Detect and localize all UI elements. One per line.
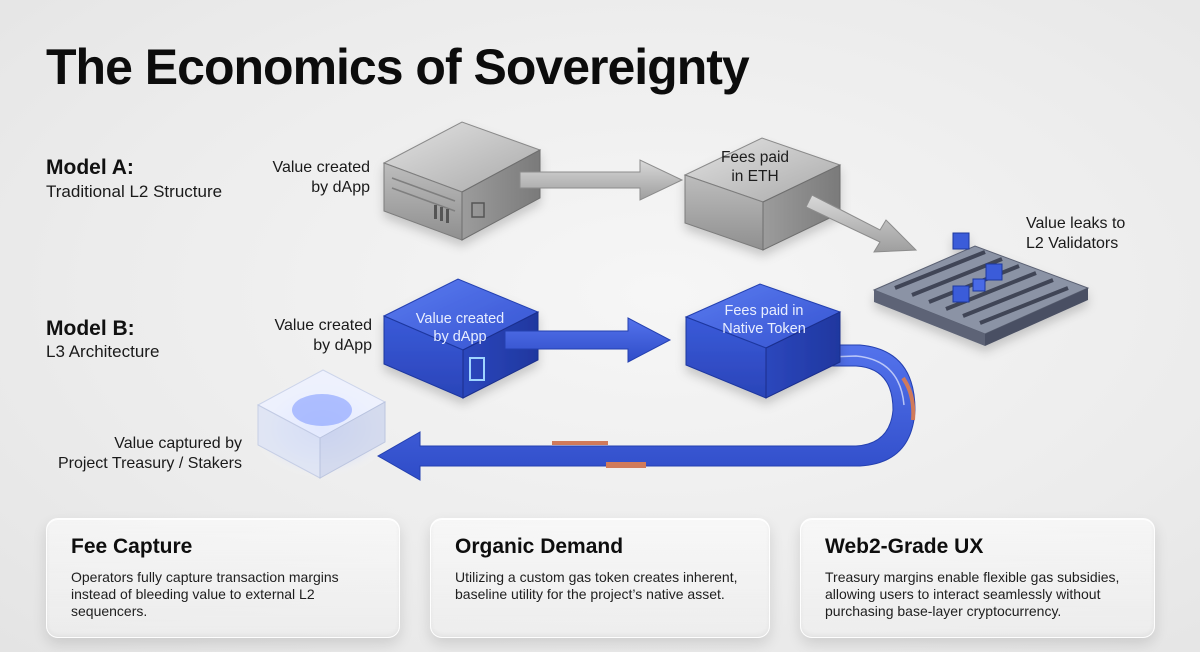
block-led-icon xyxy=(469,357,485,381)
model-a-fees-block xyxy=(683,137,842,251)
card-title: Web2-Grade UX xyxy=(825,535,984,558)
card-title: Organic Demand xyxy=(455,535,624,558)
model-a-title: Model A: xyxy=(46,156,134,179)
model-b-value-label: Value created by dApp xyxy=(274,317,372,354)
model-a-subtitle: Traditional L2 Structure xyxy=(46,182,223,201)
model-b-fees-block xyxy=(684,283,842,399)
card-web2-grade-ux: Web2-Grade UX Treasury margins enable fl… xyxy=(800,518,1155,638)
card-organic-demand: Organic Demand Utilizing a custom gas to… xyxy=(430,518,770,638)
model-b-fees-label: Fees paid in Native Token xyxy=(722,303,806,337)
model-b-arrow-1 xyxy=(504,317,672,363)
server-vent-icon xyxy=(434,202,485,223)
model-a-leak-label: Value leaks to L2 Validators xyxy=(1026,215,1126,252)
copper-strip-1 xyxy=(552,441,608,445)
card-text: Operators fully capture transaction marg… xyxy=(71,569,339,619)
copper-strip-2 xyxy=(606,462,646,468)
model-b-title: Model B: xyxy=(46,317,135,340)
model-a-value-label: Value created by dApp xyxy=(272,159,370,196)
card-text: Utilizing a custom gas token creates inh… xyxy=(455,569,738,602)
card-title: Fee Capture xyxy=(71,535,193,558)
treasury-glass-cube xyxy=(252,369,392,479)
copper-strip-3 xyxy=(901,376,916,421)
model-b-return-arrow xyxy=(376,344,916,481)
model-b-block-label: Value created by dApp xyxy=(415,311,505,345)
l2-validators-grid xyxy=(872,232,1090,346)
arrow-highlight xyxy=(799,355,905,406)
card-fee-capture: Fee Capture Operators fully capture tran… xyxy=(46,518,400,638)
model-a-fees-label: Fees paid in ETH xyxy=(720,149,790,185)
model-b-subtitle: L3 Architecture xyxy=(46,342,160,361)
model-b-captured-label: Value captured by Project Treasury / Sta… xyxy=(57,435,242,472)
model-a-server-block xyxy=(382,121,542,241)
model-a-arrow-1 xyxy=(519,159,684,201)
page-title: The Economics of Sovereignty xyxy=(46,39,750,95)
model-a-arrow-2 xyxy=(805,194,918,253)
card-text: Treasury margins enable flexible gas sub… xyxy=(825,569,1120,619)
